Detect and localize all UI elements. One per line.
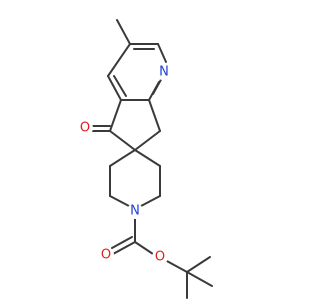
- bond-cq-me-top: [186, 256, 211, 273]
- atom-n-pyridine: N: [155, 64, 171, 80]
- bond-ccarb-o-double: [112, 241, 136, 255]
- atom-n-piperidine: N: [127, 203, 143, 219]
- bond-c2-n: [157, 43, 167, 63]
- bond-n-cl2: [109, 195, 130, 207]
- atom-label-o-carbamate-ester: O: [155, 250, 165, 265]
- bond-cq-me-right: [186, 271, 213, 287]
- bond-oester-cq: [164, 259, 188, 273]
- atom-label-n-pyridine: N: [159, 65, 169, 80]
- bond-ccarb-o-double-inner: [111, 236, 133, 249]
- bond-c4-c3: [107, 43, 131, 77]
- molecule-structure: N O N O O: [77, 19, 213, 299]
- bond-cr2-n: [140, 195, 161, 207]
- atom-o-ketone: O: [77, 120, 93, 136]
- bond-spiro-c5: [109, 130, 136, 151]
- atom-label-o-carbamate-carbonyl: O: [101, 248, 111, 263]
- bond-c7-spiro: [134, 130, 161, 151]
- bond-c4a-c4-inner: [113, 75, 127, 97]
- bond-cl1-spiro: [109, 149, 136, 167]
- atom-label-o-ketone: O: [80, 121, 90, 136]
- bond-c4a-c4: [107, 75, 122, 101]
- bond-methyl: [116, 19, 131, 45]
- atom-label-n-piperidine: N: [130, 204, 140, 219]
- bond-c7a-c7: [148, 99, 161, 132]
- atom-labels: N O N O O: [77, 64, 171, 265]
- atom-o-carbamate-carbonyl: O: [98, 247, 114, 263]
- bond-c5-c4a: [109, 99, 122, 132]
- atom-o-carbamate-ester: O: [152, 249, 168, 265]
- bond-ccarb-oester: [134, 241, 154, 255]
- bond-spiro-cr1: [134, 149, 161, 167]
